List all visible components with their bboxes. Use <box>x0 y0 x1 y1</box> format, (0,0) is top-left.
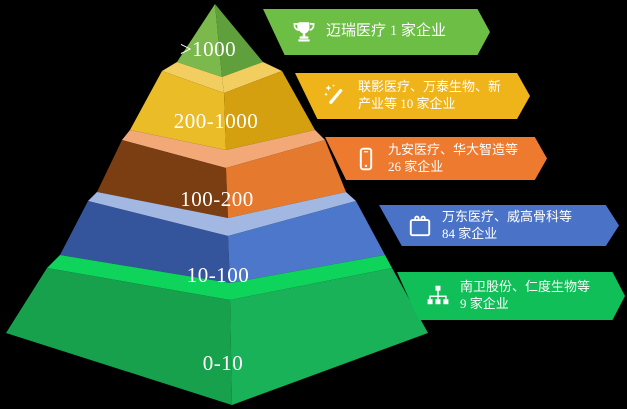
banner-text-line: 南卫股份、仁度生物等 <box>460 279 591 295</box>
banner-3-text: 九安医疗、华大智造等 26 家企业 <box>388 142 518 176</box>
tier-1-right-face <box>215 4 263 77</box>
tier-4-rim-left <box>88 192 228 236</box>
banner-tier-1: 迈瑞医疗 1 家企业 <box>263 9 490 55</box>
tier-2-left-face <box>130 71 226 150</box>
tier-5-left-face <box>6 268 232 405</box>
tier-4-rim-right <box>228 192 356 236</box>
tier-3-right-face <box>226 140 346 218</box>
tier-2-right-face <box>224 71 315 150</box>
banner-tier-2: 联影医疗、万泰生物、新 产业等 10 家企业 <box>295 73 530 119</box>
banner-5-text: 南卫股份、仁度生物等 9 家企业 <box>460 279 590 313</box>
banner-text-line: 84 家企业 <box>442 225 498 241</box>
tier-3-rim-right <box>226 130 325 168</box>
org-chart-icon <box>425 283 451 309</box>
calendar-icon <box>407 213 433 239</box>
trophy-icon <box>291 19 317 45</box>
banner-text-line: 联影医疗、万泰生物、新 <box>358 79 502 95</box>
tier-5-rim-left <box>47 255 230 300</box>
tier-1-range-label: >1000 <box>180 37 236 61</box>
banner-4-text: 万东医疗、威高骨科等 84 家企业 <box>442 209 572 243</box>
magic-wand-icon <box>323 83 349 109</box>
banner-tier-4: 万东医疗、威高骨科等 84 家企业 <box>379 205 619 246</box>
banner-text-line: 九安医疗、华大智造等 <box>388 141 519 157</box>
banner-text-line: 9 家企业 <box>460 296 509 311</box>
banner-text-line: 26 家企业 <box>388 158 444 174</box>
tier-2-range-label: 200-1000 <box>174 109 259 133</box>
tier-1-left-face <box>177 4 222 77</box>
banner-text-line: 迈瑞医疗 1 家企业 <box>326 23 447 40</box>
tier-5-rim-right <box>230 255 392 300</box>
smartphone-icon <box>353 146 379 172</box>
tier-4-right-face <box>228 201 385 283</box>
banner-tier-5: 南卫股份、仁度生物等 9 家企业 <box>397 272 625 320</box>
banner-2-text: 联影医疗、万泰生物、新 产业等 10 家企业 <box>358 79 501 113</box>
banner-text-line: 万东医疗、威高骨科等 <box>442 208 573 224</box>
tier-3-rim-left <box>122 130 226 168</box>
tier-2-rim-left <box>162 62 224 93</box>
banner-text-line: 产业等 10 家企业 <box>358 96 456 111</box>
tier-4-left-face <box>60 201 230 283</box>
tier-4-range-label: 10-100 <box>187 263 250 287</box>
banner-1-text: 迈瑞医疗 1 家企业 <box>326 22 446 42</box>
tier-5-right-face <box>230 268 428 405</box>
banner-tier-3: 九安医疗、华大智造等 26 家企业 <box>325 137 547 180</box>
tier-3-range-label: 100-200 <box>180 187 254 211</box>
tier-5-range-label: 0-10 <box>203 351 244 375</box>
tier-2-rim-right <box>222 62 282 93</box>
